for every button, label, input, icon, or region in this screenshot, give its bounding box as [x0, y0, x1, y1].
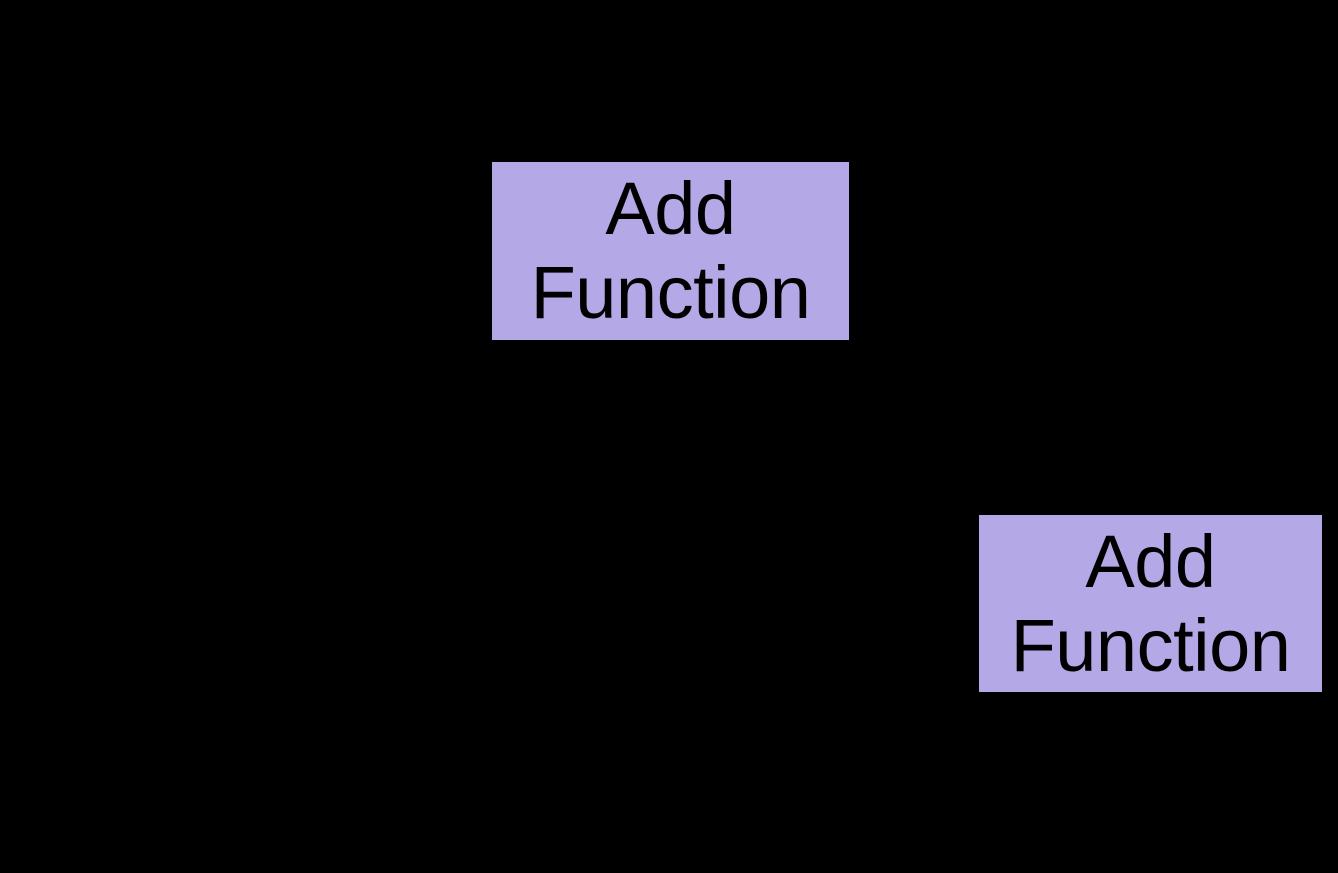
node-add-function-2[interactable]: Add Function [979, 515, 1322, 692]
node-add-function-1-label-line1: Add [605, 167, 736, 251]
node-add-function-1-label-line2: Function [530, 251, 811, 334]
node-add-function-1[interactable]: Add Function [492, 162, 849, 340]
node-add-function-2-label-line1: Add [1085, 519, 1216, 603]
node-add-function-2-label-line2: Function [1010, 603, 1291, 687]
